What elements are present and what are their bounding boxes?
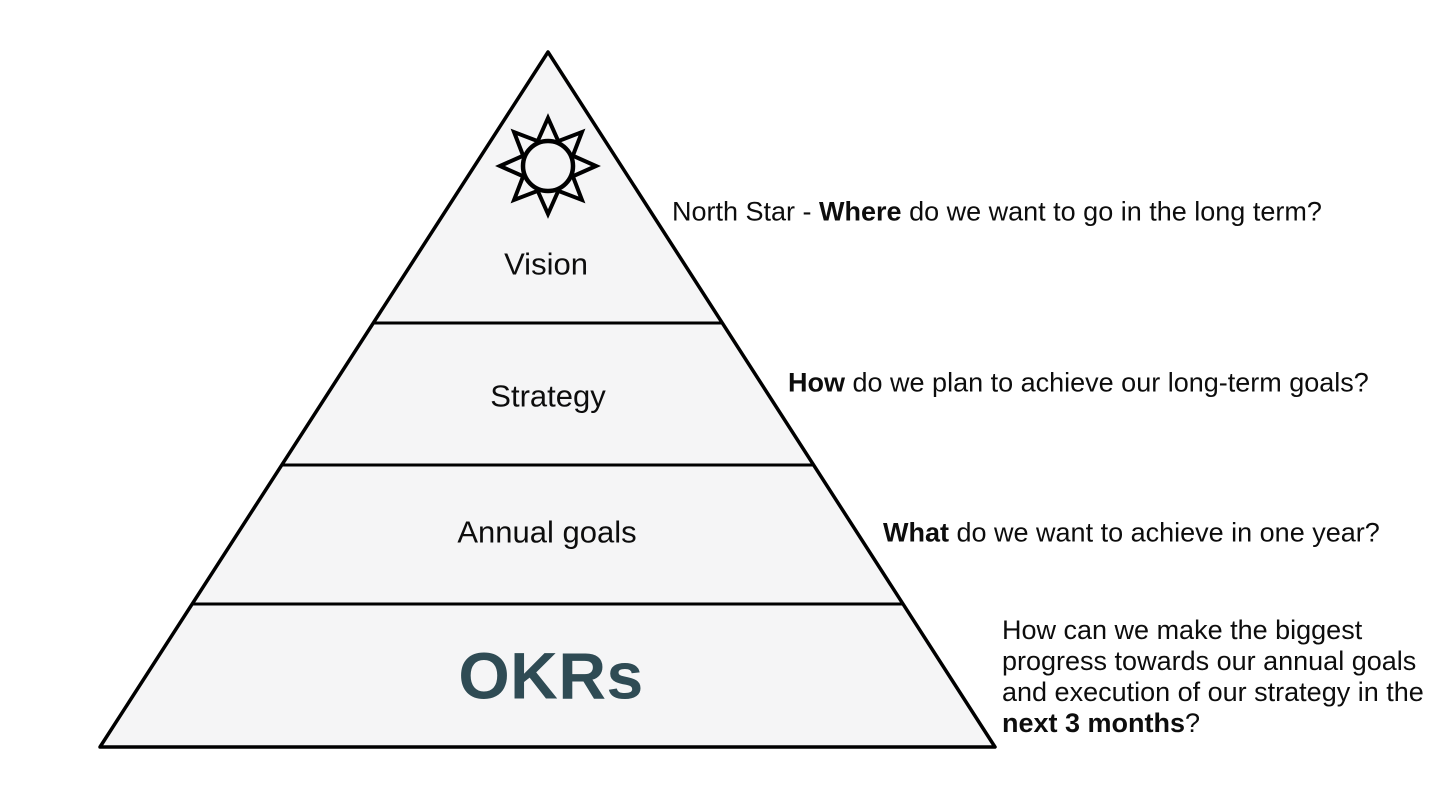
sun-core-circle xyxy=(520,138,576,194)
annotation-vision: North Star - Where do we want to go in t… xyxy=(672,196,1322,227)
level-label-vision: Vision xyxy=(504,246,588,282)
level-label-annual-goals: Annual goals xyxy=(457,514,637,550)
sun-icon xyxy=(495,113,601,219)
annotation-strategy: How do we plan to achieve our long-term … xyxy=(788,367,1369,398)
pyramid-outline xyxy=(98,50,997,749)
annotation-annual-goals: What do we want to achieve in one year? xyxy=(883,517,1380,548)
level-label-okrs: OKRs xyxy=(458,638,644,713)
level-label-strategy: Strategy xyxy=(490,378,606,414)
